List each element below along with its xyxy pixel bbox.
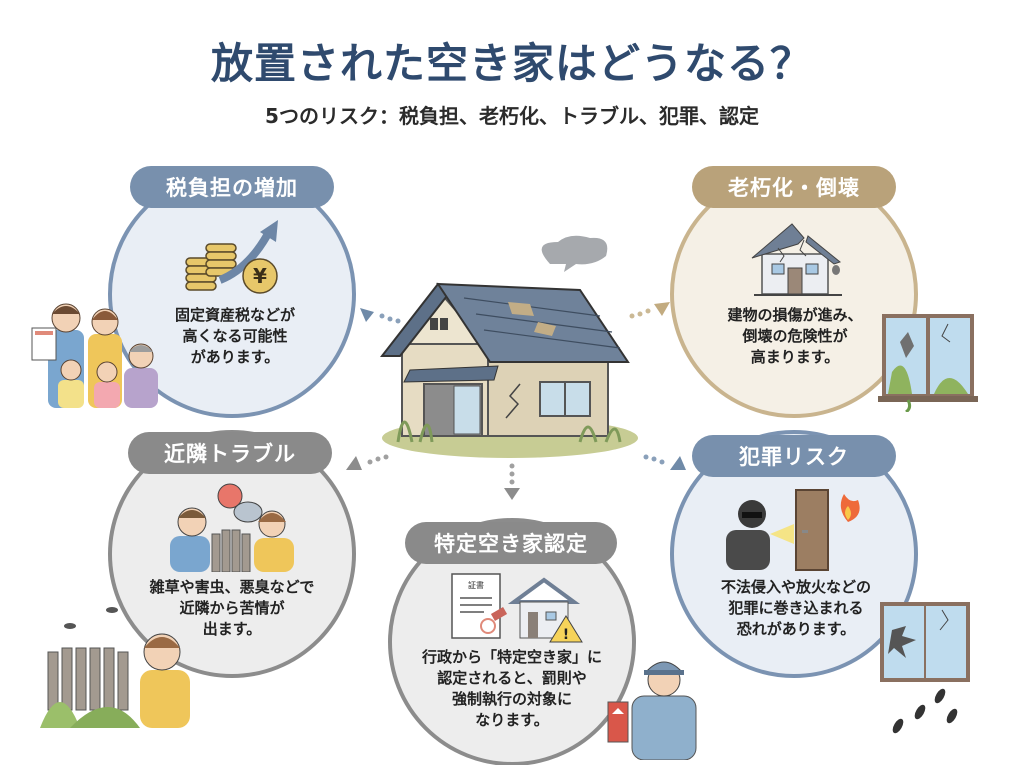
tax-risk-label: 税負担の増加 — [130, 166, 334, 208]
page-subtitle: 5つのリスク：税負担、老朽化、トラブル、犯罪、認定 — [265, 104, 759, 128]
crime-risk-description: 不法侵入や放火などの 犯罪に巻き込まれる 恐れがあります。 — [720, 578, 871, 638]
abandoned-house-icon — [380, 235, 638, 458]
arrow-to-tax-icon — [360, 308, 401, 324]
crime-risk-label: 犯罪リスク — [692, 435, 896, 477]
cracked-house-icon — [751, 223, 842, 296]
neighbor-risk-description: 雑草や害虫、悪臭などで 近隣から苦情が 出ます。 — [149, 578, 315, 638]
official-inspector-icon — [607, 661, 697, 760]
arrow-to-crime-icon — [643, 454, 686, 470]
neighbor-risk-label: 近隣トラブル — [128, 432, 332, 474]
burglar-door-fire-icon — [726, 489, 860, 571]
arrow-to-aging-icon — [629, 302, 670, 319]
arrow-to-neighbor-icon — [346, 454, 389, 470]
coins-yen-rising-arrow-icon: ¥ — [185, 220, 278, 294]
broken-window-plants-icon — [878, 314, 978, 412]
svg-text:!: ! — [563, 627, 569, 643]
aging-risk-description: 建物の損傷が進み、 倒壊の危険性が 高まります。 — [727, 306, 863, 366]
arrow-to-designation-icon — [504, 463, 520, 500]
arguing-neighbors-icon — [170, 483, 294, 572]
designation-risk-label: 特定空き家認定 — [405, 522, 617, 564]
svg-text:¥: ¥ — [253, 264, 267, 288]
designation-risk-description: 行政から「特定空き家」に 認定されると、罰則や 強制執行の対象に なります。 — [421, 648, 602, 729]
aging-risk-label: 老朽化・倒壊 — [692, 166, 896, 208]
aging-risk-circle — [670, 170, 918, 418]
overgrown-fence-insects-woman-icon — [40, 607, 190, 728]
certificate-text: 証書 — [468, 580, 484, 590]
worried-family-icon — [31, 303, 158, 408]
tax-risk-description: 固定資産税などが 高くなる可能性 があります。 — [174, 306, 295, 366]
certificate-house-warning-icon: 証書 ! — [451, 573, 583, 643]
page-title: 放置された空き家はどうなる？ — [210, 39, 813, 88]
broken-window-footprints-icon — [880, 602, 970, 734]
